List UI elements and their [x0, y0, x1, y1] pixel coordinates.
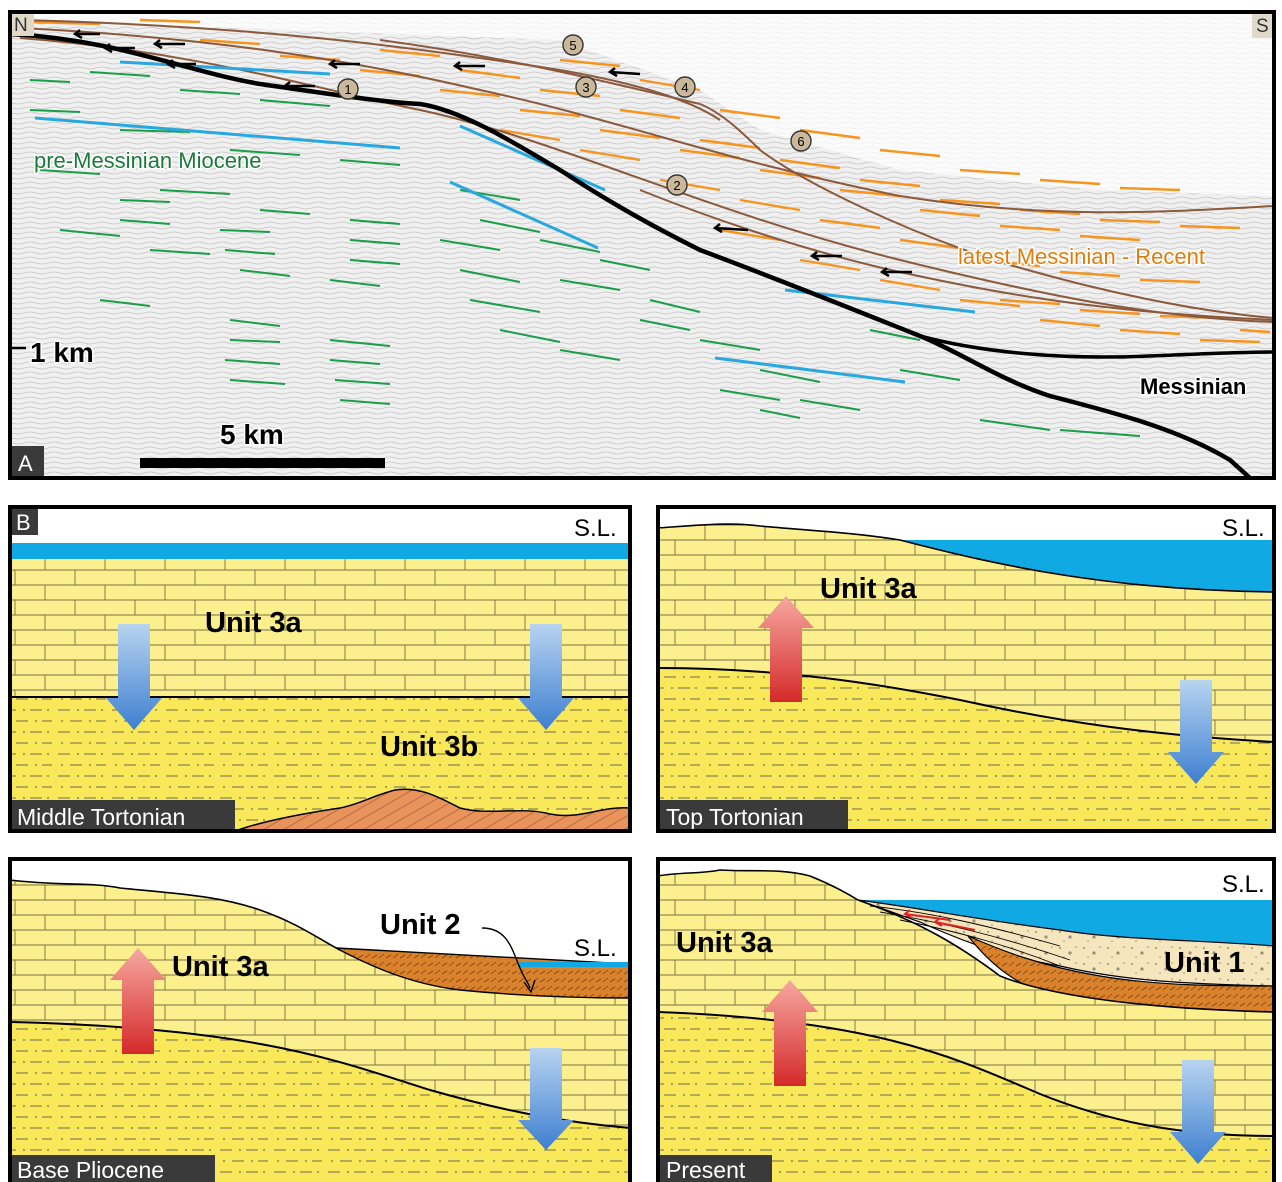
sea-layer [900, 540, 1274, 592]
frame-present: Unit 3a Unit 1 S.L. Present [656, 857, 1276, 1182]
label-latest-messinian-recent: latest Messinian - Recent [958, 244, 1205, 269]
thrust-arrows [72, 29, 912, 278]
label-unit-3a: Unit 3a [676, 927, 774, 959]
panel-a-chip [10, 446, 44, 478]
south-label: S [1256, 16, 1269, 37]
panel-a: 1 2 3 4 5 [8, 10, 1276, 480]
unit-1-internal-lines [869, 905, 1071, 967]
subsidence-arrow [1170, 1060, 1226, 1164]
distance-scale-bar [140, 458, 385, 468]
horizon-marker-2: 2 [666, 174, 688, 196]
svg-text:5: 5 [569, 38, 576, 53]
label-unit-1: Unit 1 [1164, 947, 1245, 979]
svg-text:3: 3 [582, 80, 589, 95]
horizon-markers: 1 2 3 4 5 [337, 34, 812, 196]
messinian-top [919, 334, 1274, 359]
basement-high [234, 788, 631, 832]
stage-chip [658, 1155, 772, 1182]
subsidence-arrow [518, 1048, 574, 1150]
stage-label: Top Tortonian [666, 804, 804, 830]
sand-layer [10, 1022, 630, 1182]
stage-label: Base Pliocene [17, 1157, 164, 1182]
svg-text:2: 2 [673, 178, 680, 193]
frame-middle-tortonian: Unit 3a Unit 3b S.L. B Middle Tortonian [8, 505, 632, 833]
recent-reflectors [29, 18, 1271, 344]
uplift-arrow [110, 948, 166, 1054]
unit-2-leader [481, 927, 531, 989]
frame-border [656, 505, 1276, 833]
distance-scale-label: 5 km [220, 419, 284, 450]
north-label: N [14, 15, 28, 36]
svg-text:1: 1 [344, 82, 351, 97]
label-unit-2: Unit 2 [380, 909, 461, 941]
label-unit-3a: Unit 3a [172, 951, 270, 983]
north-chip [10, 12, 34, 36]
frame-top-tortonian: Unit 3a S.L. Top Tortonian [656, 505, 1276, 833]
unit-boundary [657, 667, 1275, 743]
frame-base-pliocene: Unit 3a Unit 2 S.L. Base Pliocene [8, 857, 632, 1182]
red-thrust-arrow-1 [903, 909, 951, 921]
horizon-marker-3: 3 [575, 76, 597, 98]
sea-layer [10, 543, 630, 559]
sea-level-label: S.L. [574, 515, 617, 542]
sea-level-label: S.L. [1222, 515, 1265, 542]
sea-level-label: S.L. [1222, 871, 1265, 898]
horizon-marker-4: 4 [674, 76, 696, 98]
stage-chip [10, 1155, 215, 1182]
sea-layer [858, 900, 1274, 946]
panel-b-chip [10, 507, 38, 535]
horizons [19, 19, 1274, 323]
label-unit-3a: Unit 3a [205, 607, 303, 639]
label-unit-3b: Unit 3b [380, 731, 478, 763]
unit-2-leader-head [523, 979, 536, 994]
label-messinian: Messinian [1140, 374, 1246, 399]
pre-messinian-reflectors [29, 71, 1141, 437]
sand-layer [658, 1012, 1274, 1182]
subsidence-arrow [1168, 680, 1224, 784]
frame-border [656, 857, 1276, 1182]
uplift-arrow [758, 596, 814, 702]
subsidence-arrow-left [106, 624, 162, 730]
unit-3a-layer [10, 559, 630, 697]
svg-text:4: 4 [681, 80, 688, 95]
horizon-marker-6: 6 [790, 130, 812, 152]
stage-chip [10, 800, 235, 831]
label-pre-messinian: pre-Messinian Miocene [34, 148, 261, 173]
stage-chip [658, 800, 848, 831]
fault-lines [34, 60, 976, 384]
depth-scale-label: 1 km [30, 337, 94, 368]
south-chip [1252, 12, 1274, 38]
stage-label: Present [666, 1157, 746, 1182]
stage-label: Middle Tortonian [17, 804, 185, 830]
svg-text:6: 6 [797, 134, 804, 149]
red-thrust-arrow-2 [933, 917, 976, 931]
panel-a-label: A [18, 451, 33, 476]
sand-layer [658, 668, 1274, 831]
horizon-marker-1: 1 [337, 78, 359, 100]
frame-border [8, 505, 632, 833]
sea-level-label: S.L. [574, 935, 617, 962]
panel-a-frame [8, 10, 1276, 480]
panel-b-label: B [16, 510, 31, 535]
sea-layer [520, 962, 630, 967]
horizon-marker-5: 5 [562, 34, 584, 56]
water-column [10, 12, 1274, 196]
unit-2-layer [335, 947, 631, 999]
uplift-arrow [762, 980, 818, 1086]
label-unit-3a: Unit 3a [820, 573, 918, 605]
messinian-surface [10, 31, 1252, 478]
frame-border [8, 857, 632, 1182]
subsidence-arrow-right [518, 624, 574, 730]
